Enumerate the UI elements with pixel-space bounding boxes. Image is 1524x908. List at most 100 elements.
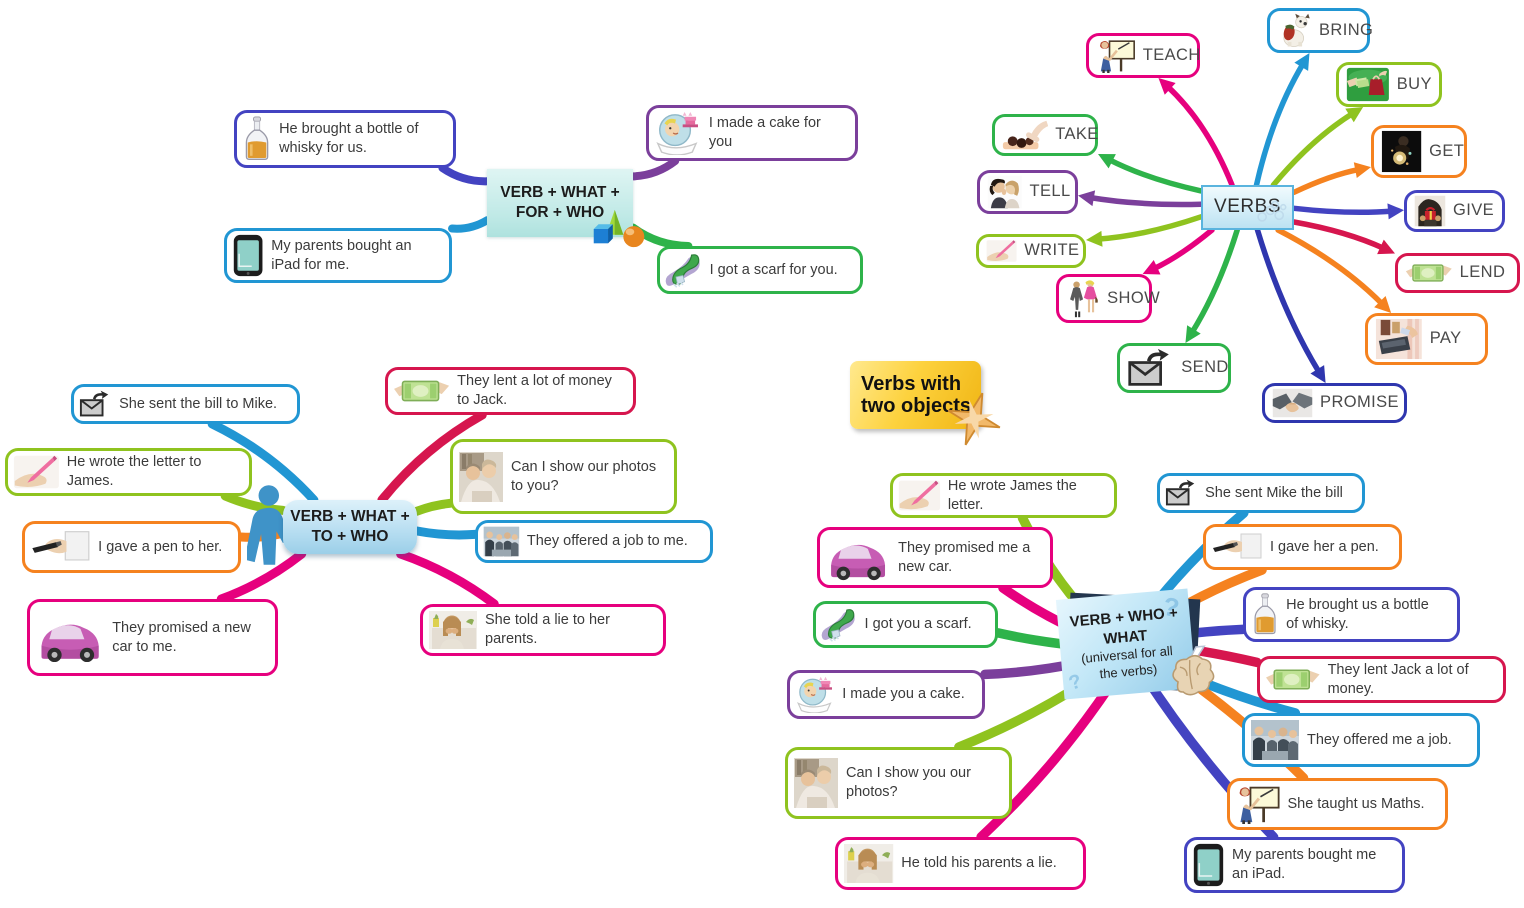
center-verb-what-for-who[interactable]: VERB + WHAT + FOR + WHO <box>487 169 645 248</box>
pen-write-icon <box>898 479 941 512</box>
leaf-they-promised-me-a-new-car[interactable]: They promised me a new car. <box>817 527 1053 588</box>
leaf-i-gave-her-a-pen[interactable]: I gave her a pen. <box>1203 524 1402 570</box>
meeting-icon <box>1250 719 1300 761</box>
leaf-label: BRING <box>1319 20 1374 39</box>
edge-connector <box>1291 219 1387 252</box>
leaf-he-brought-a-bottle-of-whisky-for-us[interactable]: He brought a bottle of whisky for us. <box>234 110 456 168</box>
leaf-label: They offered a job to me. <box>526 533 688 550</box>
leaf-take[interactable]: TAKE <box>992 114 1098 156</box>
car-icon <box>825 533 891 582</box>
leaf-my-parents-bought-an-ipad-for-me[interactable]: My parents bought an iPad for me. <box>224 228 452 283</box>
leaf-write[interactable]: WRITE <box>976 234 1086 268</box>
leaf-i-made-you-a-cake[interactable]: I made you a cake. <box>787 670 985 719</box>
edge-connector <box>1105 156 1204 194</box>
brain-lightning-icon <box>1160 643 1221 705</box>
leaf-can-i-show-our-photos-to-you[interactable]: Can I show our photos to you? <box>450 439 677 514</box>
center-verbs[interactable]: VERBS <box>1201 185 1294 230</box>
edge-connector <box>1254 227 1323 376</box>
leaf-they-offered-a-job-to-me[interactable]: They offered a job to me. <box>475 520 713 563</box>
scarf-icon <box>665 252 703 288</box>
leaf-label: BUY <box>1396 74 1432 93</box>
pay-img-icon <box>1375 318 1423 360</box>
leaf-label: He brought a bottle of whisky for us. <box>279 121 419 156</box>
leaf-she-told-a-lie-to-her-parents[interactable]: She told a lie to her parents. <box>420 604 666 656</box>
question-mark-decoration: ? <box>1160 590 1183 624</box>
leaf-she-sent-mike-the-bill[interactable]: She sent Mike the bill <box>1157 473 1365 513</box>
leaf-tell[interactable]: TELL <box>977 170 1078 214</box>
money-icon <box>1265 662 1321 697</box>
leaf-label: She sent Mike the bill <box>1205 484 1343 501</box>
leaf-label: They offered me a job. <box>1307 731 1452 748</box>
leaf-label: I got a scarf for you. <box>709 261 838 278</box>
leaf-label: WRITE <box>1024 241 1080 260</box>
leaf-i-gave-a-pen-to-her[interactable]: I gave a pen to her. <box>22 521 241 573</box>
leaf-label: He wrote the letter to James. <box>66 454 202 489</box>
leaf-can-i-show-you-our-photos[interactable]: Can I show you our photos? <box>785 747 1012 819</box>
tablet-icon <box>1192 843 1225 887</box>
star-icon <box>945 390 1003 453</box>
edge-connector <box>448 216 491 233</box>
leaf-she-taught-us-maths[interactable]: She taught us Maths. <box>1227 778 1448 830</box>
leaf-label: PROMISE <box>1320 393 1399 412</box>
leaf-label: Can I show our photos to you? <box>511 458 657 494</box>
leaf-he-told-his-parents-a-lie[interactable]: He told his parents a lie. <box>835 837 1086 890</box>
leaf-label: She told a lie to her parents. <box>485 612 610 647</box>
sticky-note: ??VERB + WHO + WHAT(universal for all th… <box>1055 588 1215 700</box>
edge-arrowhead <box>1078 190 1096 207</box>
leaf-label: My parents bought an iPad for me. <box>271 237 412 273</box>
leaf-my-parents-bought-me-an-ipad[interactable]: My parents bought me an iPad. <box>1184 837 1405 893</box>
edge-connector <box>1164 83 1235 188</box>
leaf-label: Can I show you our photos? <box>846 765 971 800</box>
edge-connector <box>1253 60 1307 188</box>
leaf-label: They promised a new car to me. <box>112 619 251 655</box>
leaf-lend[interactable]: LEND <box>1395 253 1520 293</box>
teacher-icon <box>1235 784 1280 824</box>
leaf-they-promised-a-new-car-to-me[interactable]: They promised a new car to me. <box>27 599 278 676</box>
edge-connector <box>216 549 307 604</box>
leaf-label: She sent the bill to Mike. <box>119 395 278 412</box>
edge-arrowhead <box>1387 203 1404 220</box>
leaf-i-made-a-cake-for-you[interactable]: I made a cake for you <box>646 105 858 161</box>
leaf-send[interactable]: SEND <box>1117 343 1231 393</box>
leaf-label: My parents bought me an iPad. <box>1232 847 1377 882</box>
leaf-they-lent-a-lot-of-money-to-jack[interactable]: They lent a lot of money to Jack. <box>385 367 636 415</box>
leaf-they-offered-me-a-job[interactable]: They offered me a job. <box>1242 713 1480 767</box>
girl-lie-icon <box>428 610 478 650</box>
car-icon <box>35 612 105 664</box>
leaf-give[interactable]: GIVE <box>1404 190 1505 232</box>
leaf-get[interactable]: GET <box>1371 125 1467 178</box>
leaf-teach[interactable]: TEACH <box>1086 33 1200 78</box>
verbs-two-objects-note[interactable]: Verbs with two objects <box>850 361 1001 446</box>
center-verb-who-what[interactable]: ??VERB + WHO + WHAT(universal for all th… <box>1055 588 1215 700</box>
center-verb-what-to-who[interactable]: VERB + WHAT + TO + WHO <box>283 500 417 554</box>
buy-img-icon <box>1346 67 1390 102</box>
money-icon <box>1405 258 1453 288</box>
leaf-bring[interactable]: BRING <box>1267 8 1374 53</box>
leaf-he-wrote-james-the-letter[interactable]: He wrote James the letter. <box>890 473 1117 518</box>
leaf-i-got-you-a-scarf[interactable]: I got you a scarf. <box>813 601 998 648</box>
leaf-promise[interactable]: PROMISE <box>1262 383 1407 423</box>
leaf-label: He brought us a bottle of whisky. <box>1286 596 1429 632</box>
edge-arrowhead <box>1353 162 1371 179</box>
leaf-label: LEND <box>1459 263 1506 282</box>
leaf-show[interactable]: SHOW <box>1056 274 1160 323</box>
leaf-buy[interactable]: BUY <box>1336 62 1442 107</box>
leaf-he-brought-us-a-bottle-of-whisky[interactable]: He brought us a bottle of whisky. <box>1243 587 1460 642</box>
leaf-label: I gave a pen to her. <box>98 538 223 555</box>
leaf-she-sent-the-bill-to-mike[interactable]: She sent the bill to Mike. <box>71 384 300 424</box>
leaf-they-lent-jack-a-lot-of-money[interactable]: They lent Jack a lot of money. <box>1257 656 1506 703</box>
leaf-he-wrote-the-letter-to-james[interactable]: He wrote the letter to James. <box>5 448 252 496</box>
3d-shapes-icon <box>588 208 647 255</box>
leaf-i-got-a-scarf-for-you[interactable]: I got a scarf for you. <box>657 246 863 294</box>
edge-connector <box>220 491 288 515</box>
edge-connector <box>1095 214 1204 242</box>
edge-connector <box>207 419 319 505</box>
leaf-pay[interactable]: PAY <box>1365 313 1488 365</box>
leaf-label: He told his parents a lie. <box>901 855 1057 872</box>
molecule-icon <box>1254 199 1290 230</box>
leaf-label: PAY <box>1429 329 1462 348</box>
edge-connector <box>396 549 499 609</box>
edge-connector <box>1150 227 1215 272</box>
leaf-label: He wrote James the letter. <box>947 477 1077 513</box>
